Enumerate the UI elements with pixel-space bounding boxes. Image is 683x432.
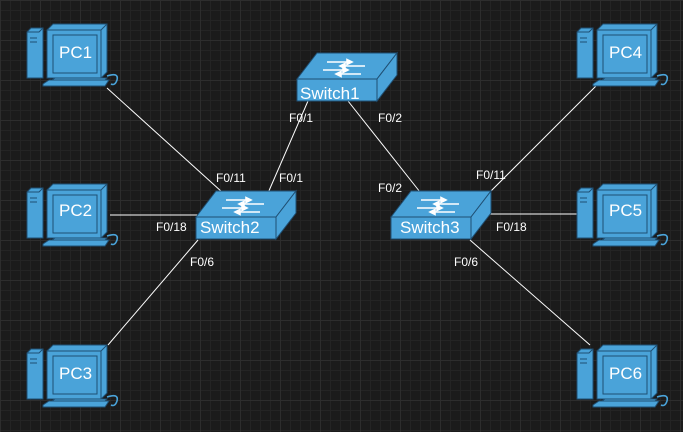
switch2-label: Switch2	[200, 218, 260, 237]
switch1-label: Switch1	[300, 84, 360, 103]
pc6-label: PC6	[609, 364, 642, 383]
port-label-switch2-f0-6: F0/6	[190, 255, 214, 269]
pc3[interactable]: PC3	[26, 344, 119, 408]
link-switch1-switch3	[347, 100, 421, 193]
switch1[interactable]: Switch1	[296, 52, 398, 103]
pc4[interactable]: PC4	[576, 23, 669, 87]
link-pc4-switch3	[489, 84, 598, 193]
pc1-label: PC1	[59, 43, 92, 62]
port-label-switch3-f0-6: F0/6	[454, 255, 478, 269]
pc2-label: PC2	[59, 201, 92, 220]
link-pc6-switch3	[469, 239, 591, 346]
port-label-switch3-f0-2: F0/2	[378, 181, 402, 195]
switch2[interactable]: Switch2	[195, 190, 297, 240]
port-label-switch2-f0-18: F0/18	[156, 220, 187, 234]
pc5[interactable]: PC5	[576, 183, 669, 247]
link-pc1-switch2	[106, 87, 223, 193]
port-label-switch2-f0-11: F0/11	[216, 171, 246, 185]
port-label-switch2-f0-1: F0/1	[279, 171, 303, 185]
switch3-label: Switch3	[400, 218, 460, 237]
switch3[interactable]: Switch3	[390, 190, 492, 240]
port-label-switch1-f0-1: F0/1	[289, 111, 313, 125]
pc5-label: PC5	[609, 201, 642, 220]
pc6[interactable]: PC6	[576, 344, 669, 408]
link-pc3-switch2	[107, 239, 199, 346]
port-label-switch3-f0-11: F0/11	[476, 168, 506, 182]
port-label-switch3-f0-18: F0/18	[496, 220, 527, 234]
pc3-label: PC3	[59, 364, 92, 383]
port-label-switch1-f0-2: F0/2	[378, 111, 402, 125]
pc4-label: PC4	[609, 43, 642, 62]
pc1[interactable]: PC1	[26, 23, 119, 87]
pc2[interactable]: PC2	[26, 183, 119, 247]
link-switch1-switch2	[267, 100, 309, 194]
